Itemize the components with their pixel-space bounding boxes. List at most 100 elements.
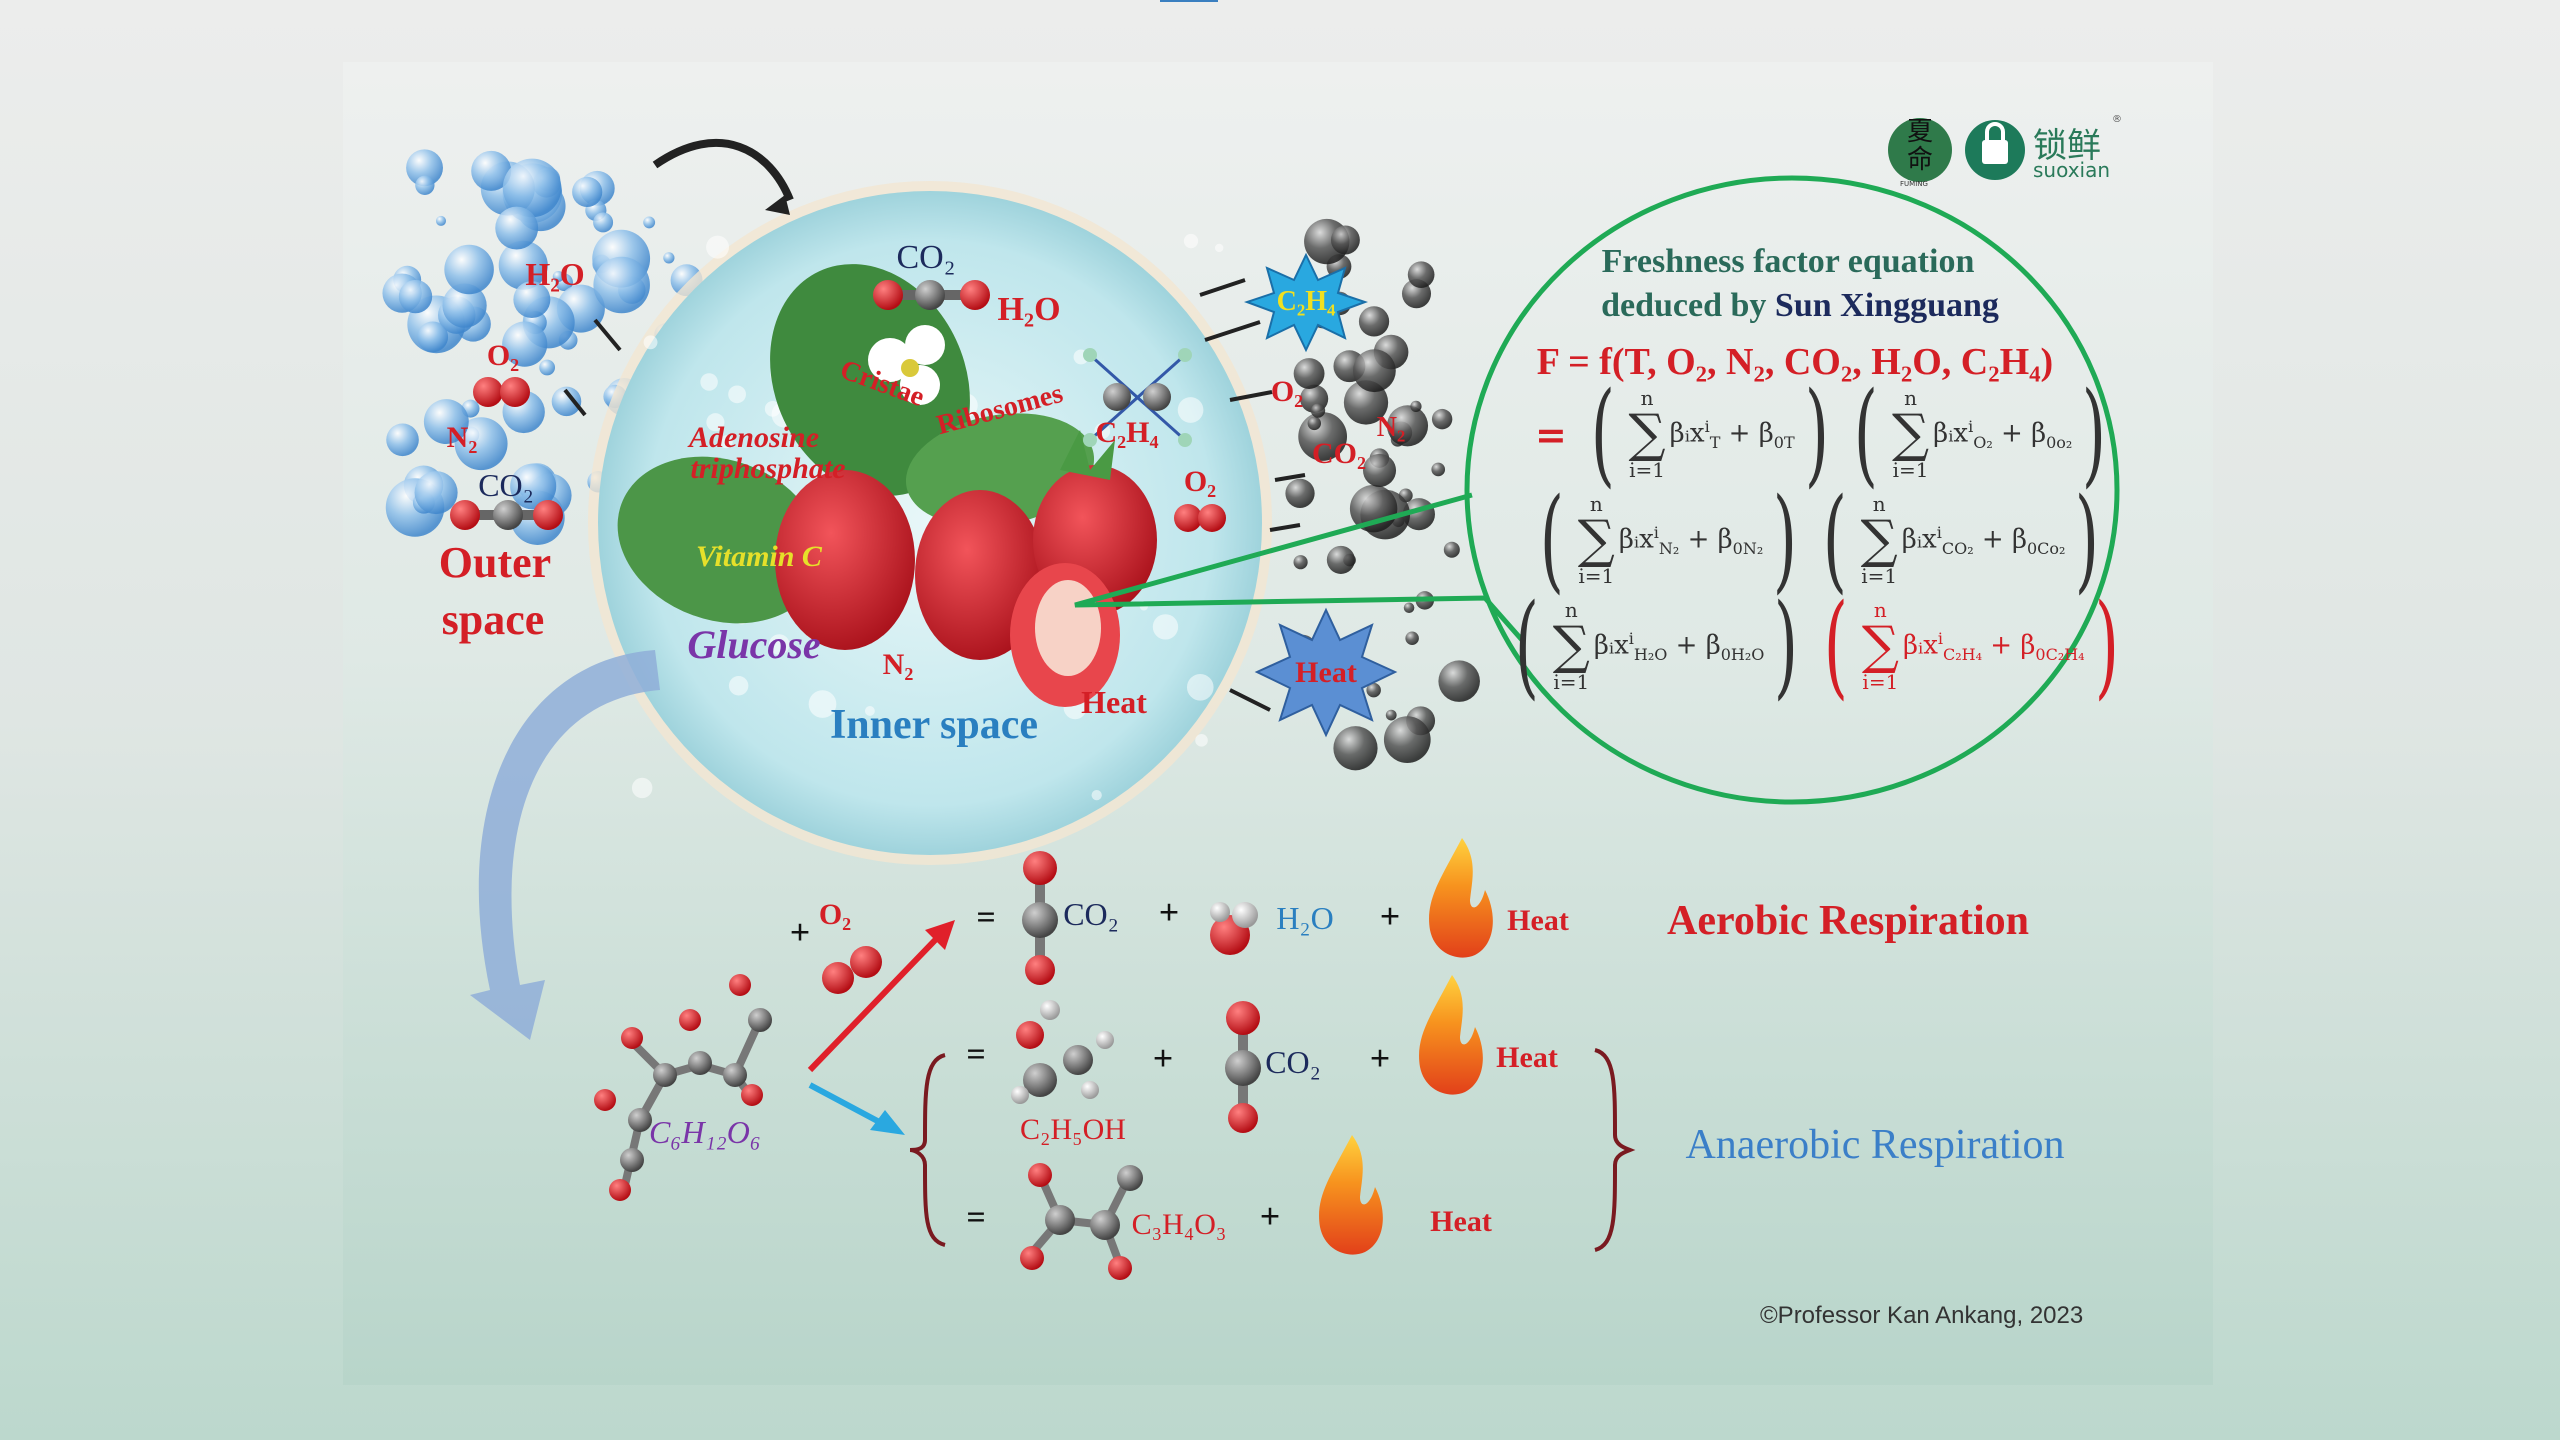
- ethanol-molecule: [1011, 1000, 1114, 1104]
- outer-o2-label: O₂: [486, 339, 520, 372]
- bubble: [719, 435, 733, 449]
- term-const: + β: [1973, 524, 2027, 555]
- bubble: [442, 283, 487, 328]
- bubble: [435, 215, 447, 226]
- bubble: [1352, 349, 1396, 393]
- sum-lower: i=1: [1629, 458, 1666, 482]
- term-const: + β: [1667, 630, 1721, 661]
- bubble: [728, 676, 749, 696]
- anaerobic-heat-label-1: Heat: [1496, 1041, 1558, 1074]
- bubble: [552, 270, 564, 283]
- bubble: [1195, 734, 1208, 747]
- sum-upper: n: [1640, 386, 1654, 410]
- bubble: [808, 690, 837, 718]
- anaerobic-respiration-label: Anaerobic Respiration: [1685, 1122, 2065, 1168]
- o2-molecule-outer: [473, 377, 530, 407]
- bubble: [498, 240, 548, 290]
- paren: ): [1773, 475, 1798, 605]
- equals-sign: =: [966, 1199, 986, 1236]
- paren: (: [1514, 581, 1539, 711]
- lock-shackle-icon: [1985, 122, 2005, 140]
- bubble: [1293, 358, 1325, 389]
- top-indicator-bar: [1160, 0, 1218, 2]
- co2-molecule-aerobic: [1022, 851, 1058, 985]
- fuming-logo-chars: 夏命: [1906, 117, 1933, 175]
- inner-o2-label: O₂: [1183, 465, 1217, 498]
- sigma-symbol: ∑: [1628, 404, 1666, 464]
- bubble: [1285, 478, 1315, 508]
- paren: ): [1804, 369, 1829, 499]
- equals-sign: =: [966, 1036, 986, 1073]
- outer-co2-label: CO₂: [478, 467, 534, 503]
- paren: ): [1774, 581, 1799, 711]
- heat-starburst: [1254, 607, 1398, 738]
- equation-title-prefix: deduced by: [1601, 287, 1767, 324]
- bubble: [398, 279, 433, 314]
- term-const: + β: [1720, 418, 1774, 449]
- sigma-symbol: ∑: [1552, 616, 1590, 676]
- co2-molecule-outer: [450, 500, 563, 530]
- bubble: [502, 158, 562, 218]
- term-const-sub: 0C₂H₄: [2035, 644, 2085, 664]
- bubble: [495, 206, 539, 250]
- paren: (: [1539, 475, 1564, 605]
- equation-author: Sun Xingguang: [1774, 287, 1999, 324]
- reaction-arrows: [807, 920, 955, 1135]
- bubble: [728, 385, 746, 404]
- sum-upper: n: [1873, 598, 1887, 622]
- bubble: [700, 373, 718, 391]
- term-coef: βᵢx: [1902, 630, 1938, 661]
- bubble: [1333, 726, 1378, 771]
- emitted-n2-label: N₂: [1376, 412, 1406, 443]
- bubble: [572, 176, 603, 208]
- term-const: + β: [1992, 418, 2047, 449]
- right-brace: [1594, 1048, 1636, 1252]
- bubble: [1366, 682, 1381, 698]
- equals-sign: =: [976, 899, 996, 936]
- outer-space-label-line1: Outer: [438, 538, 552, 587]
- plus-sign: +: [1379, 896, 1401, 936]
- paren: (: [1590, 369, 1615, 499]
- bubble: [706, 413, 725, 432]
- equation-title-line1: Freshness factor equation: [1601, 243, 1975, 280]
- bubble: [768, 634, 790, 655]
- sum-lower: i=1: [1892, 458, 1929, 482]
- term-sup: i: [1937, 628, 1943, 648]
- paren: ): [2082, 369, 2107, 499]
- glucose-formula: C₆H₁₂O₆: [648, 1114, 762, 1150]
- bubble: [1186, 673, 1214, 701]
- bubble: [593, 256, 650, 314]
- bubble: [1431, 408, 1453, 430]
- sum-lower: i=1: [1578, 564, 1615, 588]
- term-sub: T: [1709, 432, 1721, 452]
- bubble: [1362, 453, 1397, 487]
- term-const-sub: 0T: [1773, 432, 1795, 452]
- emitted-o2-label: O₂: [1270, 375, 1304, 408]
- bubble: [643, 216, 656, 229]
- adenosine-label-line2: triphosphate: [690, 452, 846, 485]
- bubble: [1214, 243, 1224, 253]
- plus-sign: +: [1369, 1038, 1391, 1078]
- term-coef: βᵢx: [1901, 524, 1937, 555]
- sum-lower: i=1: [1553, 670, 1590, 694]
- freshness-function: F = f(T, O₂, N₂, CO₂, H₂O, C₂H₄): [1536, 341, 2054, 383]
- paren: ): [2075, 475, 2100, 605]
- aerobic-h2o-label: H₂O: [1276, 900, 1334, 936]
- c2h4-molecule: [1083, 348, 1192, 447]
- bubble: [643, 335, 658, 350]
- term-sup: i: [1628, 628, 1634, 648]
- bubble: [551, 386, 582, 417]
- fuming-logo: [1888, 118, 1952, 182]
- term-sub: N₂: [1658, 538, 1680, 558]
- bubble: [1403, 602, 1415, 614]
- sum-upper: n: [1564, 598, 1578, 622]
- pyruvate-formula: C₃H₄O₃: [1131, 1208, 1227, 1241]
- bubble: [423, 399, 469, 445]
- term-sup: i: [1968, 416, 1974, 436]
- bubble: [386, 423, 419, 457]
- emitted-heat-label: Heat: [1295, 656, 1357, 689]
